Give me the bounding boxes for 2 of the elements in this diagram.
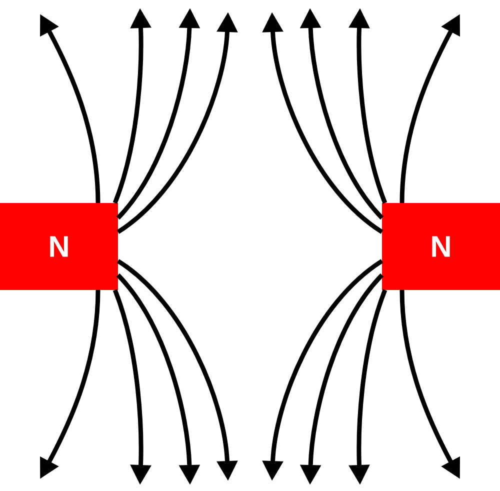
magnet-pole: N [382, 203, 500, 290]
magnet-pole: N [0, 203, 118, 290]
